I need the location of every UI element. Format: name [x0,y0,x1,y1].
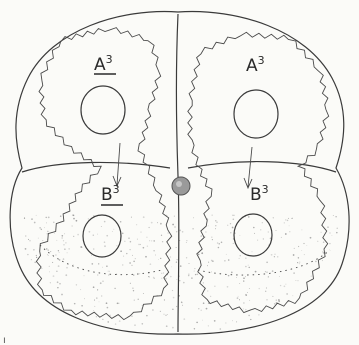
vertical-cleavage [177,14,179,332]
arrow-left [113,143,121,186]
outer-outline [10,12,349,335]
svg-text:B3: B3 [101,183,120,205]
horizontal-cleavage-left [22,162,170,172]
label-lower-right: B3 [250,183,269,205]
nucleus-lower-left [83,215,121,257]
arrow-right [244,147,252,188]
nucleus-upper-left [81,86,125,134]
label-upper-right: A3 [246,54,265,76]
yolk-stipple [24,214,338,329]
svg-text:A3: A3 [94,53,113,75]
dotted-arc-right [198,250,330,275]
dotted-arc-left [40,245,162,275]
label-upper-left: A3 [94,53,116,75]
label-lower-left: B3 [101,183,123,205]
horizontal-cleavage-right [188,162,336,172]
svg-text:B3: B3 [250,183,269,205]
nucleus-upper-right [234,90,278,138]
cytoplasm-boundary-right [188,32,329,312]
corner-mark: ı [3,335,6,345]
svg-text:A3: A3 [246,54,265,76]
